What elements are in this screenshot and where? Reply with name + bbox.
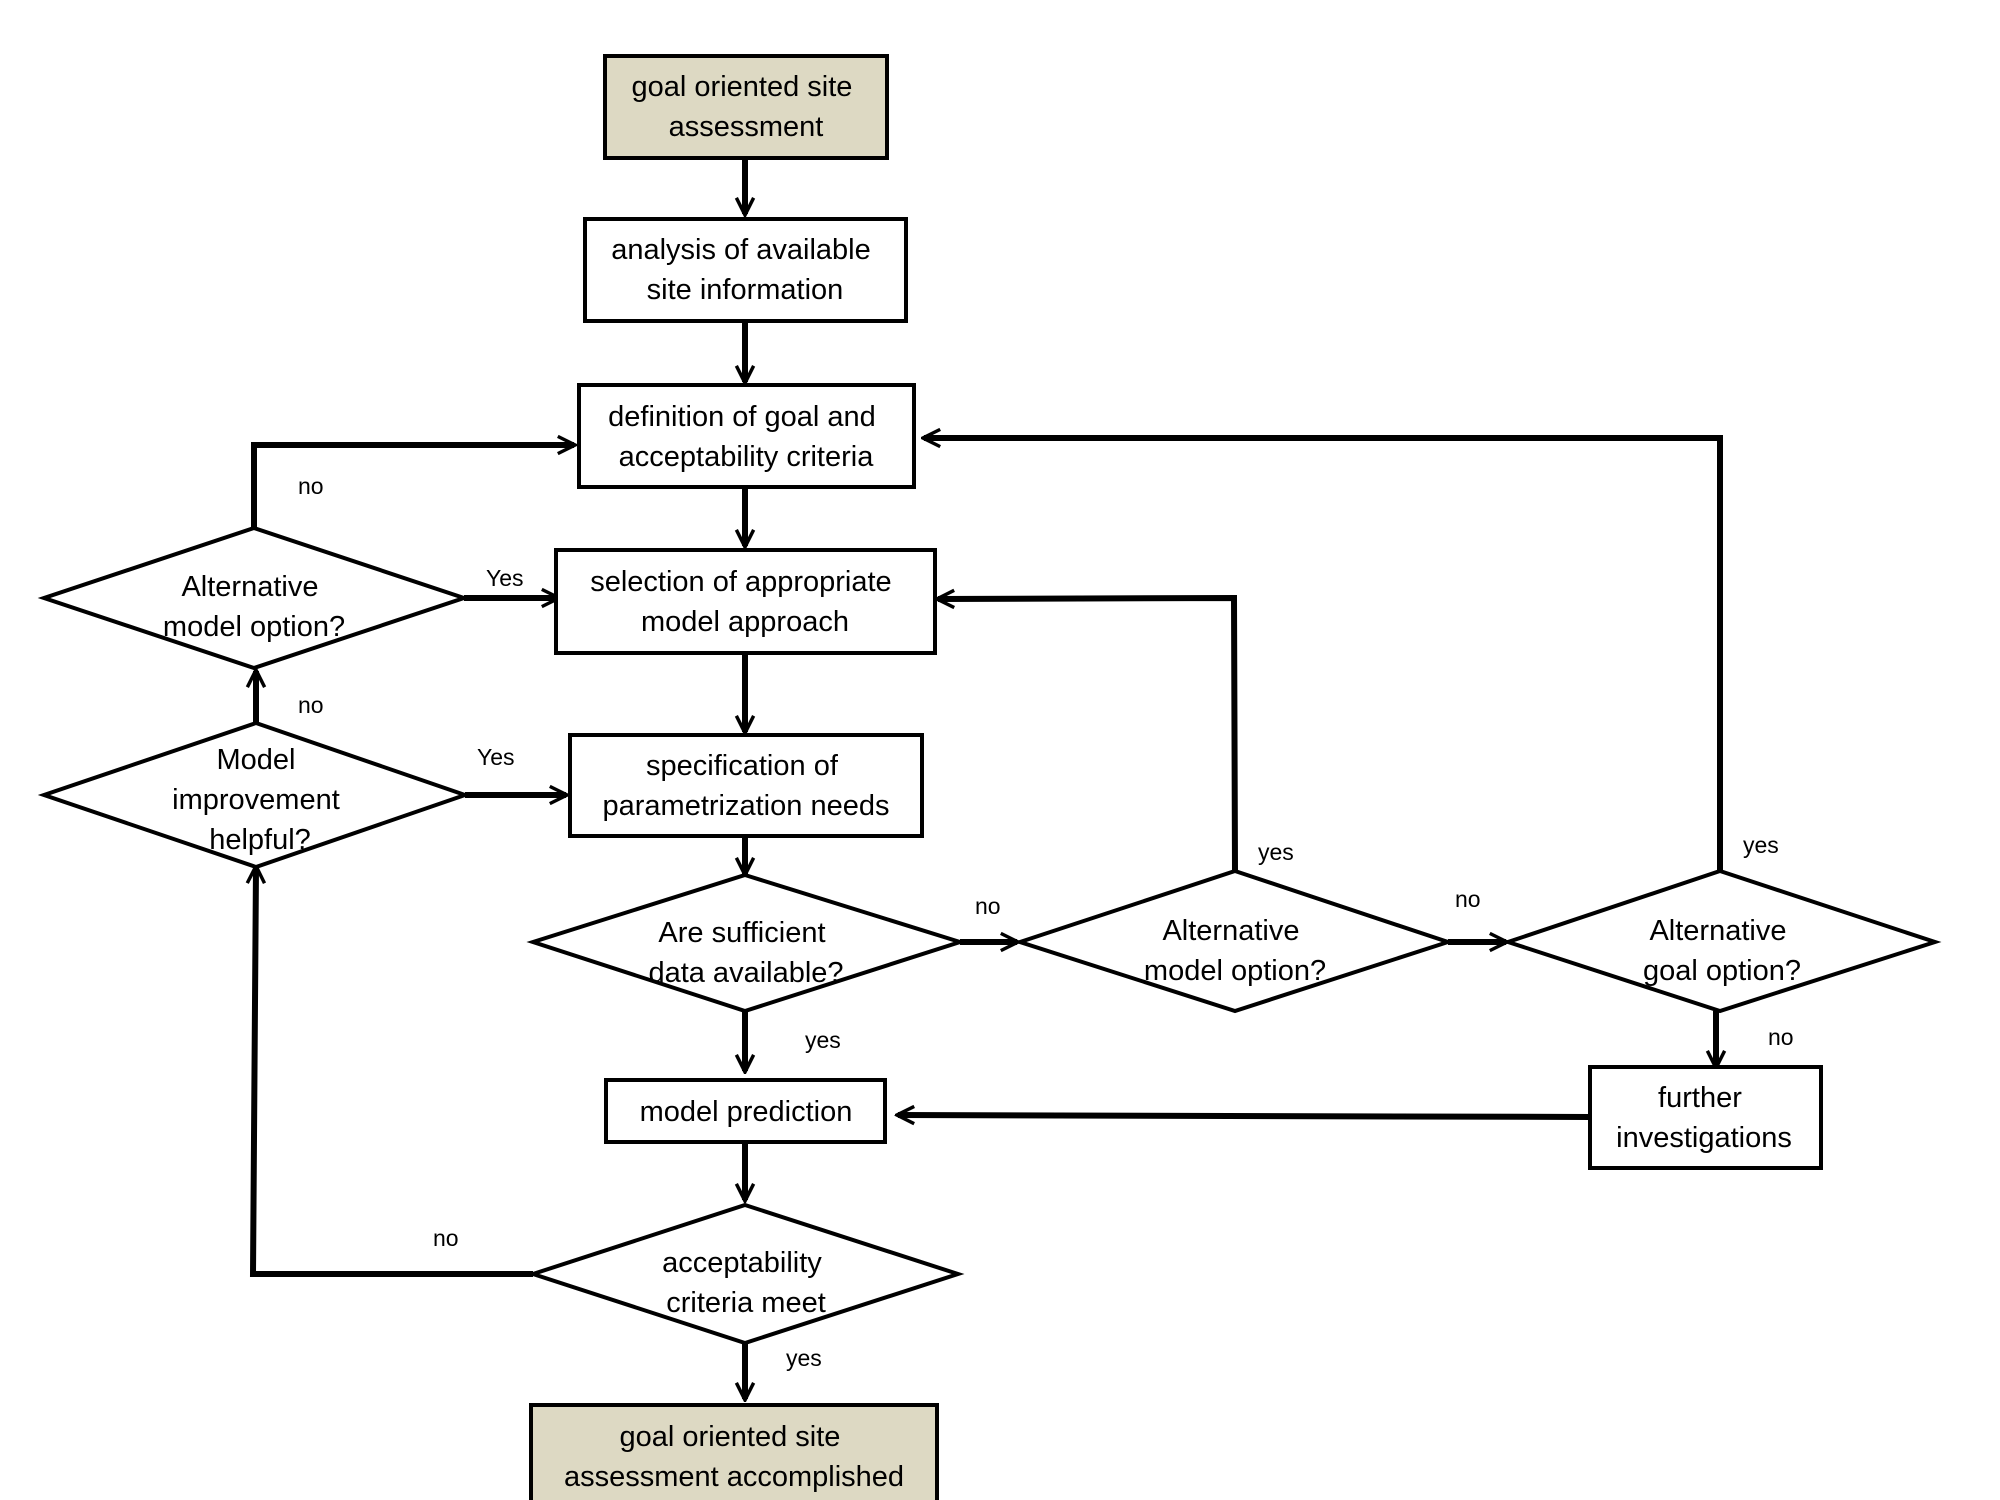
arrow-alt-model-yes-to-selection (938, 598, 1238, 872)
label-alt-model-no: no (1455, 886, 1481, 912)
selection-box (554, 548, 937, 655)
label-data-no: no (975, 893, 1001, 919)
label-left-top-yes: Yes (486, 565, 524, 591)
model-improvement-decision (37, 720, 472, 870)
sufficient-data-decision (526, 872, 967, 1014)
further-investigations-box (1588, 1065, 1823, 1170)
alt-model-left-decision (37, 525, 471, 671)
start-text: goal oriented site assessment (632, 71, 861, 143)
specification-box (568, 733, 924, 838)
alt-model-mid-decision (1013, 868, 1455, 1014)
label-accept-no: no (433, 1225, 459, 1251)
acceptability-text: acceptability criteria meet (662, 1247, 830, 1319)
alt-goal-text: Alternative goal option? (1643, 915, 1801, 987)
sufficient-data-text: Are sufficient data available? (648, 917, 843, 989)
end-text: goal oriented site assessment accomplish… (564, 1421, 904, 1493)
model-prediction-text: model prediction (640, 1096, 853, 1128)
definition-box (577, 383, 916, 489)
further-investigations-text: further investigations (1616, 1082, 1792, 1154)
specification-text: specification of parametrization needs (603, 750, 890, 822)
arrow-further-to-prediction (898, 1115, 1591, 1117)
label-left-top-no: no (298, 473, 324, 499)
arrow-acceptability-no-to-improvement (253, 867, 533, 1277)
definition-text: definition of goal and acceptability cri… (608, 401, 884, 473)
alt-goal-decision (1501, 868, 1942, 1014)
arrow-alt-goal-yes-to-definition (924, 438, 1723, 871)
end-terminal-box (529, 1403, 939, 1500)
label-alt-goal-no: no (1768, 1024, 1794, 1050)
label-data-yes: yes (805, 1027, 841, 1053)
selection-text: selection of appropriate model approach (590, 566, 900, 638)
arrow-alt-model-no-to-definition (251, 445, 574, 528)
alt-model-mid-text: Alternative model option? (1144, 915, 1326, 987)
label-alt-model-yes: yes (1258, 839, 1294, 865)
label-left-mid-yes: Yes (477, 744, 515, 770)
start-terminal-box (603, 54, 889, 160)
analysis-box (583, 217, 908, 323)
alt-model-left-text: Alternative model option? (163, 571, 345, 643)
acceptability-decision (526, 1202, 965, 1346)
analysis-text: analysis of available site information (611, 234, 879, 306)
label-accept-yes: yes (786, 1345, 822, 1371)
model-improvement-text: Model improvement helpful? (172, 744, 348, 856)
label-left-mid-no: no (298, 692, 324, 718)
model-prediction-box (604, 1078, 887, 1144)
label-alt-goal-yes: yes (1743, 832, 1779, 858)
